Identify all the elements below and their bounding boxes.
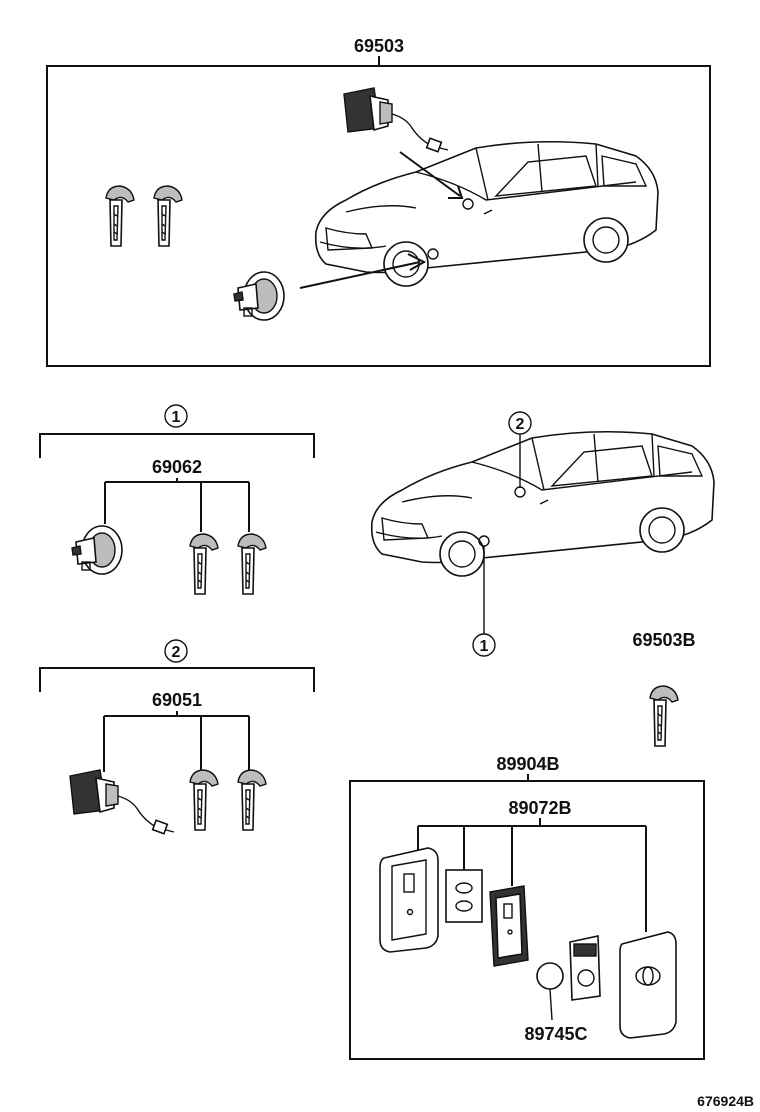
car-marker-2-text: 2 [516, 416, 525, 433]
remote-assembly-box [349, 780, 705, 1060]
group2-leader [103, 711, 250, 772]
top-arrow-back [399, 151, 464, 199]
remote-front-cover [619, 931, 677, 1039]
single-key [649, 685, 679, 747]
top-vehicle-point-2 [462, 198, 474, 210]
remote-assembly-part-label: 89904B [496, 754, 559, 774]
group2-key-right [237, 769, 267, 831]
group1-bracket [39, 433, 315, 458]
group1-marker-circle [164, 404, 188, 428]
figure-id-label: 676924B [697, 1093, 754, 1109]
car-marker-1-text: 1 [480, 638, 489, 655]
battery-holder [569, 935, 601, 1001]
top-door-cylinder [233, 271, 285, 321]
top-group-part-label: 69503 [354, 36, 404, 56]
group2-part-label: 69051 [152, 690, 202, 710]
group1-marker-text: 1 [172, 409, 181, 426]
group2-marker-text: 2 [172, 644, 181, 661]
battery-cell [536, 962, 564, 990]
battery-leader [549, 988, 553, 1021]
top-wired-cylinder [343, 87, 449, 153]
battery-part-label: 89745C [524, 1024, 587, 1044]
car-marker-1-circle [472, 633, 496, 657]
group2-marker-circle [164, 639, 188, 663]
group1-key-right [237, 533, 267, 595]
top-arrow-door [299, 253, 427, 289]
group1-door-cylinder [71, 525, 123, 575]
top-key-right [153, 185, 183, 247]
group2-key-left [189, 769, 219, 831]
remote-subassembly-leader [417, 818, 647, 932]
top-group-box [46, 65, 711, 367]
group2-wired-cylinder [69, 769, 175, 835]
top-vehicle-point-1 [427, 248, 439, 260]
group2-bracket [39, 667, 315, 692]
group1-leader [104, 478, 250, 532]
group1-key-left [189, 533, 219, 595]
top-key-left [105, 185, 135, 247]
single-key-part-label: 69503B [632, 630, 695, 650]
group1-part-label: 69062 [152, 457, 202, 477]
remote-button-pad [445, 869, 483, 923]
remote-circuit-board [489, 885, 529, 967]
car-point-2 [514, 486, 526, 498]
remote-back-case [379, 847, 439, 953]
middle-vehicle [370, 430, 715, 577]
top-vehicle [314, 140, 659, 287]
remote-subassembly-part-label: 89072B [508, 798, 571, 818]
